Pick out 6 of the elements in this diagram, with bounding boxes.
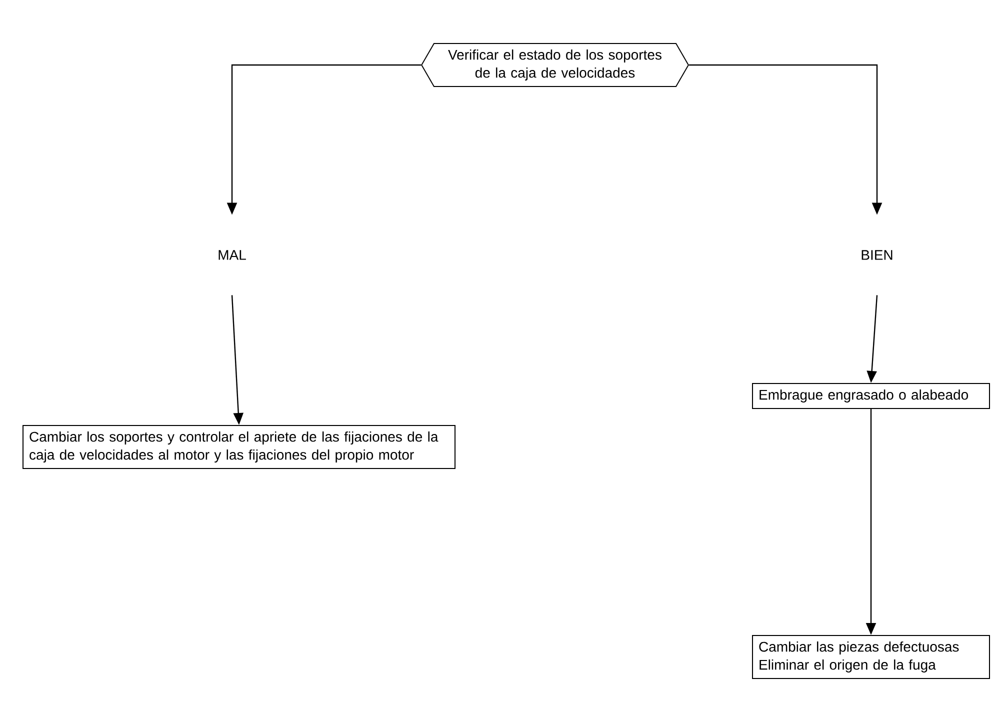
decision-hexagon: Verificar el estado de los soportes de la caja de velocidades (421, 42, 690, 88)
process-box: Embrague engrasado o alabeado (752, 382, 990, 409)
process-box: Cambiar las piezas defectuosas Eliminar el origen de la fuga (752, 634, 990, 679)
process-box: Cambiar los soportes y controlar el apriete de las fijaciones de la caja de velocidades al motor y las fijaciones del propio motor (22, 424, 456, 469)
branch-label: MAL (218, 250, 246, 260)
branch-label: BIEN (862, 250, 892, 260)
